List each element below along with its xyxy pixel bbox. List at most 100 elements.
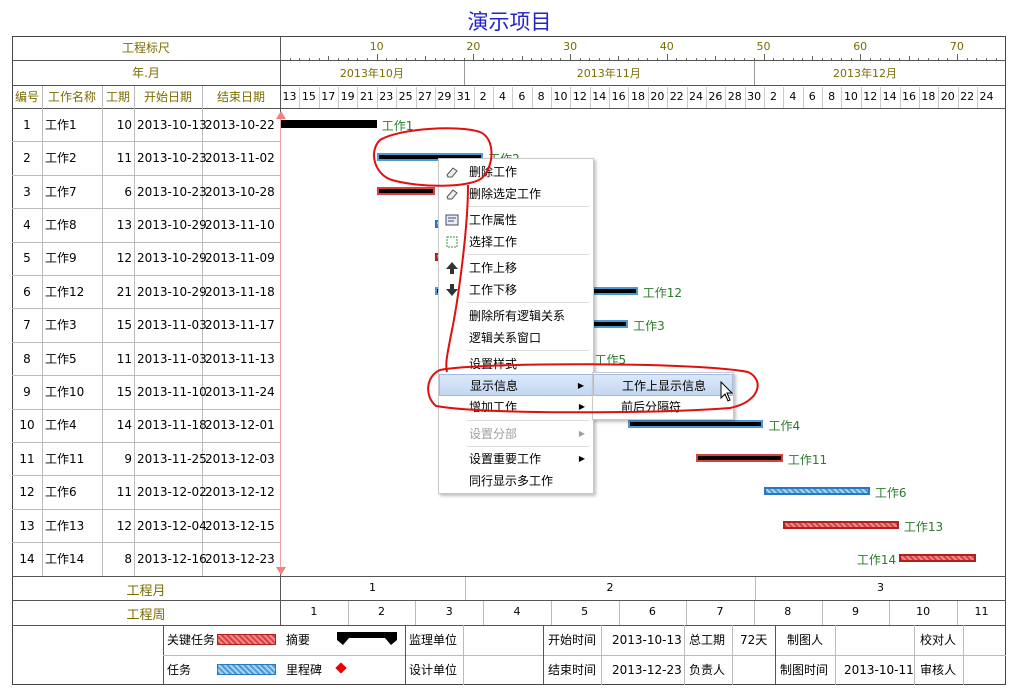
submenu-item-show-on-task[interactable]: 工作上显示信息 (593, 374, 733, 396)
menu-item-show-info[interactable]: 显示信息▶ (439, 374, 593, 396)
task-id[interactable]: 3 (23, 184, 31, 199)
task-end[interactable]: 2013-11-24 (205, 384, 275, 399)
task-name[interactable]: 工作10 (45, 384, 85, 399)
task-duration[interactable]: 11 (116, 485, 132, 500)
task-duration[interactable]: 6 (124, 184, 132, 199)
task-id[interactable]: 4 (23, 217, 31, 232)
col-start-header[interactable]: 开始日期 (143, 90, 192, 104)
menu-item-task-properties[interactable]: 工作属性 (439, 209, 593, 231)
menu-item-set-style[interactable]: 设置样式 (469, 357, 518, 371)
task-start[interactable]: 2013-12-02 (137, 485, 207, 500)
task-end[interactable]: 2013-12-23 (205, 551, 275, 566)
menu-item-add-task[interactable]: 增加工作▶ (439, 396, 593, 418)
task-name[interactable]: 工作13 (45, 518, 85, 533)
task-id[interactable]: 1 (23, 117, 31, 132)
menu-item-delete-task[interactable]: 删除工作 (439, 161, 593, 183)
menu-item-multi-per-row[interactable]: 同行显示多工作 (469, 474, 554, 488)
task-name[interactable]: 工作4 (45, 418, 77, 433)
task-duration[interactable]: 15 (116, 384, 132, 399)
task-id[interactable]: 13 (19, 518, 35, 533)
task-duration[interactable]: 9 (124, 451, 132, 466)
menu-item-set-important[interactable]: 设置重要工作▶ (439, 448, 593, 470)
task-id[interactable]: 9 (23, 384, 31, 399)
task-name[interactable]: 工作9 (45, 251, 77, 266)
task-end[interactable]: 2013-12-12 (205, 485, 275, 500)
task-id[interactable]: 8 (23, 351, 31, 366)
task-duration[interactable]: 21 (116, 284, 132, 299)
task-start[interactable]: 2013-11-10 (137, 384, 207, 399)
task-start[interactable]: 2013-10-29 (137, 284, 207, 299)
task-bar[interactable] (280, 119, 377, 128)
task-start[interactable]: 2013-10-29 (137, 217, 207, 232)
task-end[interactable]: 2013-11-02 (205, 151, 275, 166)
task-name[interactable]: 工作5 (45, 351, 77, 366)
day-divider (338, 87, 340, 108)
col-name-header[interactable]: 工作名称 (47, 90, 96, 104)
task-bar[interactable] (763, 487, 870, 496)
task-bar[interactable] (782, 520, 899, 529)
task-end[interactable]: 2013-11-10 (205, 217, 275, 232)
task-start[interactable]: 2013-11-25 (137, 451, 207, 466)
task-duration[interactable]: 12 (116, 251, 132, 266)
task-duration[interactable]: 14 (116, 418, 132, 433)
task-end[interactable]: 2013-11-18 (205, 284, 275, 299)
task-id[interactable]: 7 (23, 318, 31, 333)
task-duration[interactable]: 15 (116, 318, 132, 333)
task-name[interactable]: 工作8 (45, 217, 77, 232)
menu-item-delete-all-links[interactable]: 删除所有逻辑关系 (469, 309, 566, 323)
task-end[interactable]: 2013-10-22 (205, 117, 275, 132)
task-id[interactable]: 14 (19, 551, 35, 566)
task-duration[interactable]: 11 (116, 151, 132, 166)
task-duration[interactable]: 10 (116, 117, 132, 132)
task-bar[interactable] (628, 420, 764, 429)
menu-item-delete-selected[interactable]: 删除选定工作 (439, 183, 593, 205)
task-end[interactable]: 2013-11-17 (205, 318, 275, 333)
task-id[interactable]: 5 (23, 251, 31, 266)
task-name[interactable]: 工作1 (45, 117, 77, 132)
task-start[interactable]: 2013-10-23 (137, 184, 207, 199)
task-start[interactable]: 2013-10-13 (137, 117, 207, 132)
task-id[interactable]: 6 (23, 284, 31, 299)
task-start[interactable]: 2013-11-18 (137, 418, 207, 433)
task-duration[interactable]: 8 (124, 551, 132, 566)
task-end[interactable]: 2013-11-13 (205, 351, 275, 366)
task-end[interactable]: 2013-12-01 (205, 418, 275, 433)
task-start[interactable]: 2013-12-04 (137, 518, 207, 533)
col-duration-header[interactable]: 工期 (105, 90, 130, 104)
menu-item-move-down[interactable]: 工作下移 (439, 279, 593, 301)
task-name[interactable]: 工作6 (45, 485, 77, 500)
task-start[interactable]: 2013-11-03 (137, 351, 207, 366)
task-name[interactable]: 工作2 (45, 151, 77, 166)
task-name[interactable]: 工作14 (45, 551, 85, 566)
task-duration[interactable]: 13 (116, 217, 132, 232)
task-name[interactable]: 工作12 (45, 284, 85, 299)
task-duration[interactable]: 12 (116, 518, 132, 533)
menu-item-move-up[interactable]: 工作上移 (439, 257, 593, 279)
task-end[interactable]: 2013-12-03 (205, 451, 275, 466)
task-name[interactable]: 工作11 (45, 451, 85, 466)
menu-item-link-window[interactable]: 逻辑关系窗口 (469, 331, 542, 345)
task-end[interactable]: 2013-10-28 (205, 184, 275, 199)
task-id[interactable]: 12 (19, 485, 35, 500)
ruler-tick (705, 58, 707, 60)
task-start[interactable]: 2013-11-03 (137, 318, 207, 333)
task-start[interactable]: 2013-10-29 (137, 251, 207, 266)
col-end-header[interactable]: 结束日期 (216, 90, 265, 104)
task-bar[interactable] (376, 186, 435, 195)
task-end[interactable]: 2013-11-09 (205, 251, 275, 266)
timeline-marker-line[interactable] (280, 118, 281, 574)
task-name[interactable]: 工作7 (45, 184, 77, 199)
col-id-header[interactable]: 编号 (14, 90, 39, 104)
task-bar[interactable] (898, 553, 977, 562)
task-end[interactable]: 2013-12-15 (205, 518, 275, 533)
task-name[interactable]: 工作3 (45, 318, 77, 333)
submenu-item-separator-option[interactable]: 前后分隔符 (621, 400, 682, 414)
task-duration[interactable]: 11 (116, 351, 132, 366)
task-start[interactable]: 2013-10-23 (137, 151, 207, 166)
task-bar[interactable] (695, 453, 783, 462)
task-id[interactable]: 10 (19, 418, 35, 433)
menu-item-select-task[interactable]: 选择工作 (439, 231, 593, 253)
task-id[interactable]: 11 (19, 451, 35, 466)
task-start[interactable]: 2013-12-16 (137, 551, 207, 566)
task-id[interactable]: 2 (23, 151, 31, 166)
